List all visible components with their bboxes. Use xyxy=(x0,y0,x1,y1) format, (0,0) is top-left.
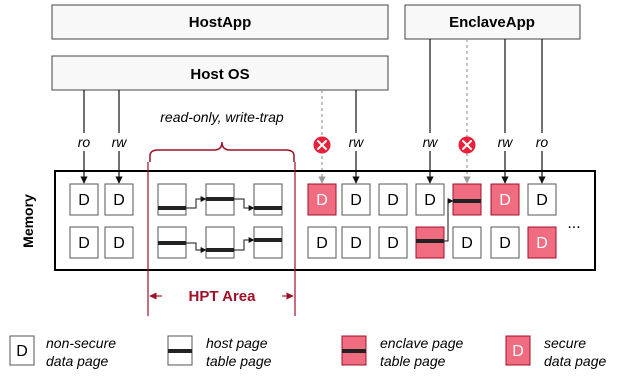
svg-text:data page: data page xyxy=(46,353,108,369)
hpt-area-label: HPT Area xyxy=(189,288,257,305)
svg-text:D: D xyxy=(536,192,548,209)
perm-ro-1: ro xyxy=(72,133,96,151)
perm-ro-2: ro xyxy=(530,133,554,151)
svg-text:D: D xyxy=(512,343,524,360)
svg-text:D: D xyxy=(113,235,125,252)
perm-rw-3: rw xyxy=(418,133,442,151)
read-only-write-trap-label: read-only, write-trap xyxy=(160,109,284,125)
svg-text:D: D xyxy=(316,235,328,252)
svg-text:D: D xyxy=(16,343,28,360)
x-circle-icon xyxy=(458,136,476,154)
host-os-label: Host OS xyxy=(190,66,249,83)
svg-text:D: D xyxy=(387,192,399,209)
svg-text:table page: table page xyxy=(206,353,272,369)
legend-secure: D secure data page xyxy=(505,335,606,369)
perm-rw-1: rw xyxy=(107,133,131,151)
svg-text:D: D xyxy=(461,235,473,252)
svg-text:rw: rw xyxy=(498,134,514,150)
page-host-pt-r2c3 xyxy=(253,226,283,259)
svg-text:D: D xyxy=(499,235,511,252)
page-nonsecure-r2c2: D xyxy=(104,226,134,259)
page-nonsecure-r1c2: D xyxy=(104,183,134,216)
svg-text:D: D xyxy=(78,235,90,252)
memory-box xyxy=(54,170,596,271)
host-app-box: HostApp xyxy=(51,4,389,40)
hpt-area-indicator: HPT Area xyxy=(149,288,294,305)
page-nonsecure-r2c9: D xyxy=(490,226,520,259)
svg-text:table page: table page xyxy=(380,353,446,369)
svg-text:host page: host page xyxy=(206,335,268,351)
svg-text:D: D xyxy=(536,235,548,252)
page-enclave-pt-r2c7 xyxy=(415,226,445,259)
perm-rw-4: rw xyxy=(493,133,517,151)
svg-text:rw: rw xyxy=(349,134,365,150)
page-host-pt-r1c1 xyxy=(157,183,187,216)
enclave-pt-link xyxy=(444,198,454,242)
memory-ellipsis: ... xyxy=(567,215,580,232)
page-nonsecure-r2c1: D xyxy=(69,226,99,259)
page-secure-r1c1: D xyxy=(307,183,337,216)
page-enclave-pt-r1c8 xyxy=(452,183,482,216)
page-secure-r1c9: D xyxy=(490,183,520,216)
svg-text:non-secure: non-secure xyxy=(46,335,116,351)
host-pt-links xyxy=(186,196,255,253)
legend-enclave-pt: enclave page table page xyxy=(341,335,464,369)
svg-text:data page: data page xyxy=(544,353,606,369)
page-secure-r2c10: D xyxy=(527,226,557,259)
svg-text:ro: ro xyxy=(78,134,91,150)
svg-text:D: D xyxy=(387,235,399,252)
memory-label: Memory xyxy=(20,194,36,248)
svg-text:D: D xyxy=(316,192,328,209)
page-nonsecure-r1c7: D xyxy=(415,183,445,216)
page-host-pt-r2c1 xyxy=(157,226,187,259)
legend-host-pt: host page table page xyxy=(167,335,272,369)
svg-text:D: D xyxy=(350,235,362,252)
page-nonsecure-r1c6: D xyxy=(378,183,408,216)
svg-text:D: D xyxy=(113,192,125,209)
svg-text:secure: secure xyxy=(544,335,586,351)
page-nonsecure-r2c8: D xyxy=(452,226,482,259)
page-nonsecure-r2c6: D xyxy=(378,226,408,259)
page-nonsecure-r2c4: D xyxy=(307,226,337,259)
page-host-pt-r2c2 xyxy=(205,226,235,259)
perm-rw-2: rw xyxy=(344,133,368,151)
svg-text:D: D xyxy=(499,192,511,209)
svg-text:enclave page: enclave page xyxy=(380,335,464,351)
svg-text:D: D xyxy=(78,192,90,209)
host-app-label: HostApp xyxy=(189,14,252,31)
page-nonsecure-r1c10: D xyxy=(527,183,557,216)
page-nonsecure-r1c5: D xyxy=(341,183,371,216)
svg-text:ro: ro xyxy=(536,134,549,150)
page-host-pt-r1c2 xyxy=(205,183,235,216)
svg-text:rw: rw xyxy=(423,134,439,150)
x-circle-icon xyxy=(313,136,331,154)
host-os-box: Host OS xyxy=(51,55,389,91)
svg-text:D: D xyxy=(424,192,436,209)
enclave-app-box: EnclaveApp xyxy=(404,4,581,40)
page-host-pt-r1c3 xyxy=(253,183,283,216)
page-nonsecure-r2c5: D xyxy=(341,226,371,259)
legend-nonsecure: D non-secure data page xyxy=(9,335,116,369)
svg-text:rw: rw xyxy=(112,134,128,150)
page-nonsecure-r1c1: D xyxy=(69,183,99,216)
svg-text:D: D xyxy=(350,192,362,209)
curly-brace xyxy=(149,141,295,162)
enclave-app-label: EnclaveApp xyxy=(449,14,535,31)
